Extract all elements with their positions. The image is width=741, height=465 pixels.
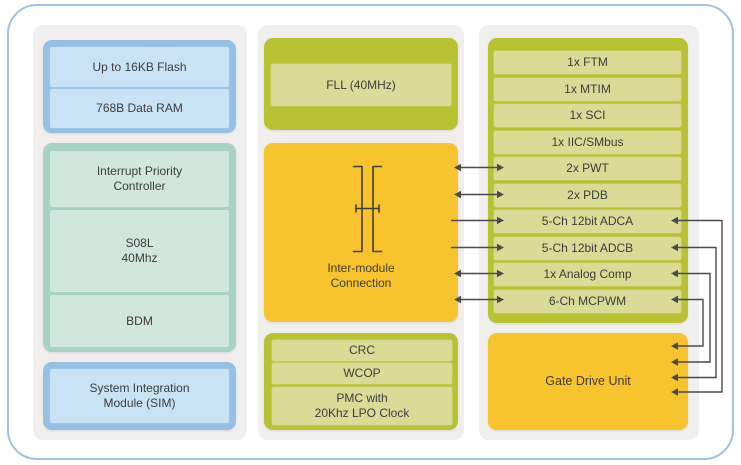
flash-box: Up to 16KB Flash: [49, 46, 230, 88]
peripheral-box-adca: 5-Ch 12bit ADCA: [493, 209, 682, 234]
peripheral-box-mcpwm: 6-Ch MCPWM: [493, 288, 682, 314]
interconnect-box: [264, 143, 458, 322]
interrupt-priority-box: Interrupt Priority Controller: [49, 150, 230, 208]
peripheral-box-analog-comp: 1x Analog Comp: [493, 262, 682, 287]
sim-group: System Integration Module (SIM): [43, 362, 236, 430]
wcop-box: WCOP: [271, 362, 453, 385]
gate-drive-box: Gate Drive Unit: [488, 333, 688, 430]
bdm-box: BDM: [49, 294, 230, 348]
memory-group: Up to 16KB Flash 768B Data RAM: [43, 40, 236, 133]
peripheral-box-mtim: 1x MTIM: [493, 76, 682, 102]
peripherals-group: 1x FTM 1x MTIM 1x SCI 1x IIC/SMbus 2x PW…: [488, 38, 688, 323]
sim-box: System Integration Module (SIM): [49, 368, 230, 424]
fll-box: FLL (40MHz): [270, 63, 452, 107]
interconnect-label: Inter-module Connection: [327, 261, 395, 290]
crc-box: CRC: [271, 339, 453, 362]
support-group: CRC WCOP PMC with 20Khz LPO Clock: [264, 333, 458, 430]
cpu-group: Interrupt Priority Controller S08L 40Mhz…: [43, 143, 236, 352]
peripheral-box-adcb: 5-Ch 12bit ADCB: [493, 235, 682, 261]
peripheral-box-pdb: 2x PDB: [493, 182, 682, 208]
peripheral-box-ftm: 1x FTM: [493, 50, 682, 75]
fll-group: FLL (40MHz): [264, 38, 458, 130]
peripheral-box-iic: 1x IIC/SMbus: [493, 129, 682, 155]
peripheral-box-pwt: 2x PWT: [493, 156, 682, 181]
ram-box: 768B Data RAM: [49, 88, 230, 129]
peripheral-box-sci: 1x SCI: [493, 103, 682, 128]
pmc-box: PMC with 20Khz LPO Clock: [271, 386, 453, 426]
core-box: S08L 40Mhz: [49, 209, 230, 293]
